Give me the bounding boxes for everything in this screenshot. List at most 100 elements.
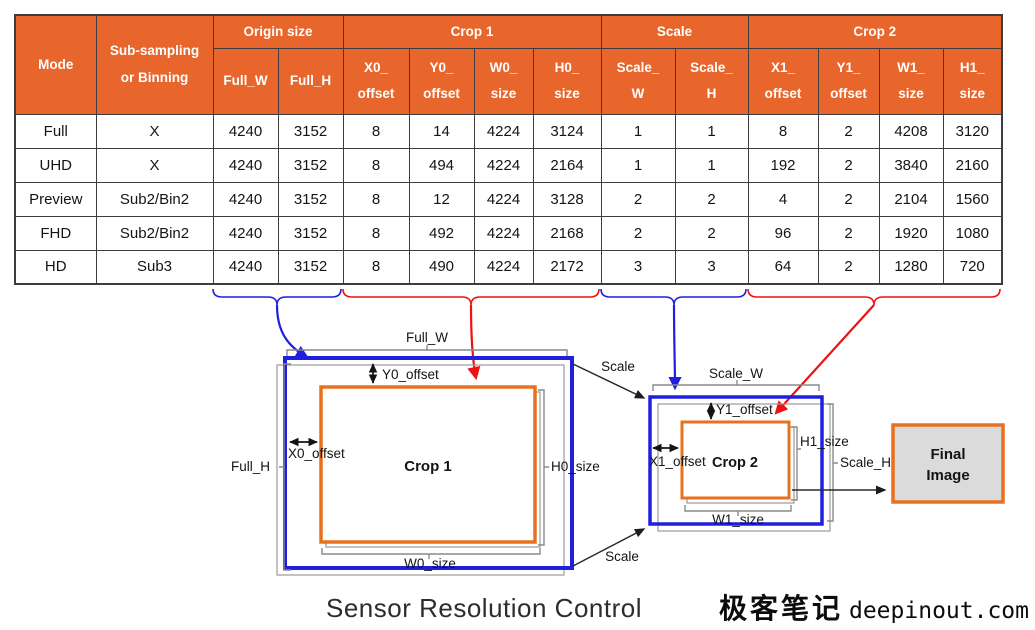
col-h0-size: H0_ size: [532, 47, 602, 115]
h0-size-label: H0_size: [551, 459, 600, 474]
full-w-bracket: [286, 345, 568, 356]
scale-brace: [600, 288, 747, 306]
table-row: HD Sub3 4240 3152 8 490 4224 2172 3 3 64…: [14, 249, 1003, 285]
final-image-label-line2: Image: [926, 467, 969, 484]
cell: 3120: [942, 113, 1003, 149]
cell: 8: [342, 113, 410, 149]
sensor-modes-table: Mode Sub-sampling or Binning Origin size…: [14, 14, 1004, 285]
table-row: Full X 4240 3152 8 14 4224 3124 1 1 8 2 …: [14, 113, 1003, 149]
cell: 490: [408, 249, 475, 285]
scaled-frame-shadow: [657, 403, 831, 532]
full-h-label: Full_H: [231, 459, 270, 474]
cell: 14: [408, 113, 475, 149]
cell: 8: [342, 249, 410, 285]
cell: 4224: [473, 249, 534, 285]
col-full-w: Full_W: [212, 47, 279, 115]
x0-offset-label: X0_offset: [288, 446, 345, 461]
y0-offset-label: Y0_offset: [382, 367, 439, 382]
group-origin-size: Origin size: [212, 14, 344, 49]
scale-bottom-label: Scale: [605, 549, 639, 564]
cell: 3152: [277, 181, 344, 217]
cell: Sub2/Bin2: [95, 181, 214, 217]
cell: 3: [674, 249, 749, 285]
cell: 1920: [878, 215, 944, 251]
crop1-rect: [319, 385, 537, 544]
table-row: Preview Sub2/Bin2 4240 3152 8 12 4224 31…: [14, 181, 1003, 217]
watermark: 极客笔记 deepinout.com: [719, 587, 1029, 627]
cell: 1: [674, 113, 749, 149]
cell: 8: [342, 215, 410, 251]
w0-size-bracket: [321, 548, 541, 559]
cell: 2: [817, 147, 880, 183]
col-scale-h: Scale_ H: [674, 47, 749, 115]
watermark-domain-text: deepinout.com: [848, 598, 1029, 624]
scale-top-label: Scale: [601, 359, 635, 374]
cell: 2: [817, 113, 880, 149]
cell: 1: [600, 147, 676, 183]
cell: 4240: [212, 147, 279, 183]
cell: 192: [747, 147, 819, 183]
cell: 1: [674, 147, 749, 183]
cell: 4240: [212, 249, 279, 285]
cell: 12: [408, 181, 475, 217]
col-mode: Mode: [14, 14, 97, 115]
scale-arrow: [668, 304, 682, 391]
cell: HD: [14, 249, 97, 285]
col-y1-offset: Y1_ offset: [817, 47, 880, 115]
crop2-arrow: [774, 304, 875, 415]
cell: 1080: [942, 215, 1003, 251]
crop1-label: Crop 1: [404, 458, 452, 475]
cell: 2: [674, 181, 749, 217]
cell: 2164: [532, 147, 602, 183]
table-row: FHD Sub2/Bin2 4240 3152 8 492 4224 2168 …: [14, 215, 1003, 251]
cell: 3152: [277, 147, 344, 183]
cell: 8: [342, 147, 410, 183]
scale-w-label: Scale_W: [709, 366, 763, 381]
full-frame-rect: [283, 356, 574, 570]
crop2-label: Crop 2: [712, 455, 758, 471]
w1-size-label: W1_size: [712, 512, 764, 527]
cell: 3152: [277, 113, 344, 149]
col-x0-offset: X0_ offset: [342, 47, 410, 115]
col-h1-size: H1_ size: [942, 47, 1003, 115]
cell: X: [95, 113, 214, 149]
cell: 4240: [212, 113, 279, 149]
group-scale: Scale: [600, 14, 749, 49]
col-w1-size: W1_ size: [878, 47, 944, 115]
cell: 2104: [878, 181, 944, 217]
cell: 2: [600, 215, 676, 251]
group-crop2: Crop 2: [747, 14, 1003, 49]
cell: 3: [600, 249, 676, 285]
cell: 2: [674, 215, 749, 251]
scale-h-bracket: [827, 403, 838, 522]
x1-offset-label: X1_offset: [649, 454, 706, 469]
final-image-box: [891, 423, 1005, 504]
cell: 4: [747, 181, 819, 217]
h0-size-bracket: [538, 389, 549, 546]
cell: 2: [817, 249, 880, 285]
cell: Full: [14, 113, 97, 149]
cell: 2: [600, 181, 676, 217]
cell: FHD: [14, 215, 97, 251]
cell: 492: [408, 215, 475, 251]
cell: 96: [747, 215, 819, 251]
cell: 8: [747, 113, 819, 149]
crop1-brace: [342, 288, 600, 306]
col-subsampling: Sub-sampling or Binning: [95, 14, 214, 115]
cell: 3152: [277, 215, 344, 251]
crop2-rect: [680, 420, 791, 500]
cell: 2168: [532, 215, 602, 251]
cell: 2172: [532, 249, 602, 285]
cell: UHD: [14, 147, 97, 183]
cell: 3124: [532, 113, 602, 149]
cell: 1: [600, 113, 676, 149]
cell: 2: [817, 181, 880, 217]
col-y0-offset: Y0_ offset: [408, 47, 475, 115]
scaled-frame-rect: [648, 395, 824, 526]
cell: 1560: [942, 181, 1003, 217]
cell: 4240: [212, 181, 279, 217]
crop2-brace: [747, 288, 1001, 306]
y1-offset-label: Y1_offset: [716, 402, 773, 417]
h1-size-bracket: [791, 426, 801, 501]
scale-h-label: Scale_H: [840, 455, 891, 470]
